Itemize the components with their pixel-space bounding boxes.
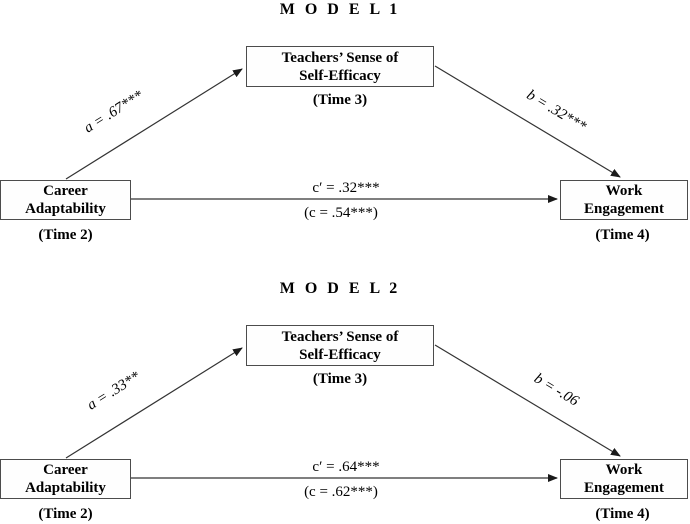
path-a-coefficient: a = .33** xyxy=(84,368,143,414)
path-c-total-coefficient: (c = .62***) xyxy=(304,484,378,500)
mediator-label-line2: Self-Efficacy xyxy=(299,67,381,84)
mediator-label-line2: Self-Efficacy xyxy=(299,346,381,363)
outcome-box: Work Engagement xyxy=(560,459,688,499)
model-title: M O D E L 2 xyxy=(279,280,401,297)
path-c-total-coefficient: (c = .54***) xyxy=(304,205,378,221)
predictor-label-line2: Adaptability xyxy=(25,201,106,217)
outcome-label-line2: Engagement xyxy=(584,480,664,496)
path-c-prime-coefficient: c′ = .32*** xyxy=(312,180,380,196)
outcome-label-line1: Work xyxy=(605,183,643,199)
predictor-label-line1: Career xyxy=(43,183,88,199)
predictor-box: Career Adaptability xyxy=(0,180,131,220)
path-b-coefficient: b = .32*** xyxy=(523,87,589,136)
outcome-time-label: (Time 4) xyxy=(595,506,650,522)
predictor-time-label: (Time 2) xyxy=(38,506,93,522)
mediator-box: Teachers’ Sense of Self-Efficacy xyxy=(246,46,434,87)
outcome-label-line1: Work xyxy=(605,462,643,478)
path-b-coefficient: b = -.06 xyxy=(531,370,582,410)
predictor-label-line2: Adaptability xyxy=(25,480,106,496)
mediator-label-line1: Teachers’ Sense of xyxy=(281,49,399,66)
mediator-time-label: (Time 3) xyxy=(312,371,368,387)
path-a-coefficient: a = .67*** xyxy=(81,87,147,137)
model-2-diagram: M O D E L 2 Teachers’ Sense of Self-Effi… xyxy=(0,279,690,524)
model-1-diagram: M O D E L 1 Teachers’ Sense of Self-Effi… xyxy=(0,0,690,245)
model-title: M O D E L 1 xyxy=(279,1,401,18)
predictor-box: Career Adaptability xyxy=(0,459,131,499)
outcome-time-label: (Time 4) xyxy=(595,227,650,243)
path-c-prime-coefficient: c′ = .64*** xyxy=(312,459,380,475)
mediator-box: Teachers’ Sense of Self-Efficacy xyxy=(246,325,434,366)
outcome-label-line2: Engagement xyxy=(584,201,664,217)
outcome-box: Work Engagement xyxy=(560,180,688,220)
predictor-time-label: (Time 2) xyxy=(38,227,93,243)
mediator-time-label: (Time 3) xyxy=(312,92,368,108)
predictor-label-line1: Career xyxy=(43,462,88,478)
mediator-label-line1: Teachers’ Sense of xyxy=(281,328,399,345)
